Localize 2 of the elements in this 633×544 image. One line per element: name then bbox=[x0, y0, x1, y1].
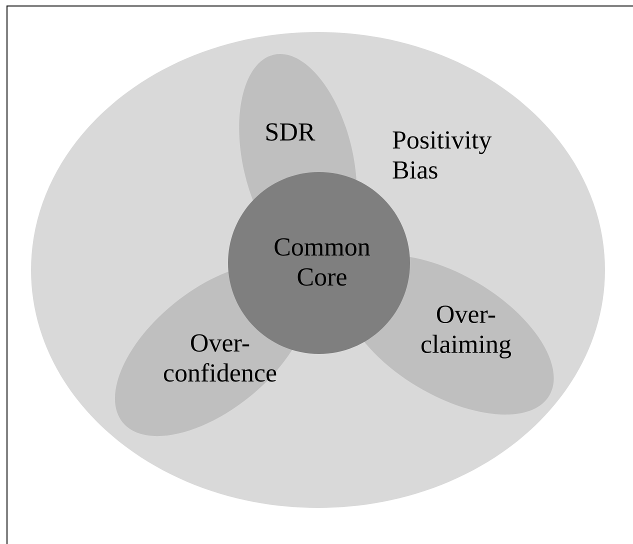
petal-label: SDR bbox=[266, 123, 316, 141]
petal-label: Over- claiming bbox=[422, 306, 511, 358]
